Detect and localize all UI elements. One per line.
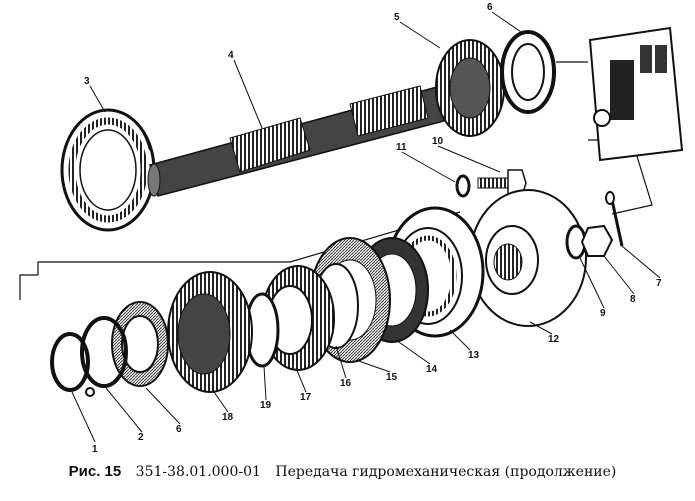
- callout-6-bottom: 6: [176, 424, 182, 435]
- callout-11: 11: [396, 142, 407, 153]
- exploded-assembly-drawing: 3 4 5 6 11 10 1 2 6 18 19 17 16 15 14 13…: [19, 2, 684, 455]
- leader-lines: [71, 11, 661, 443]
- ring-6-top: [500, 30, 556, 114]
- retaining-ring-1: [50, 332, 90, 392]
- figure-label: Рис. 15: [68, 463, 122, 480]
- callout-4: 4: [228, 50, 234, 61]
- callout-19: 19: [260, 400, 272, 411]
- callout-17: 17: [300, 392, 312, 403]
- callout-labels: 3 4 5 6 11 10 1 2 6 18 19 17 16 15 14 13…: [84, 2, 662, 455]
- gear-5: [435, 39, 505, 137]
- callout-3: 3: [84, 76, 90, 87]
- drawing-code: 351-38.01.000-01: [135, 464, 261, 480]
- callout-14: 14: [426, 364, 438, 375]
- main-shaft-4: [147, 77, 479, 197]
- gear-18: [167, 271, 253, 393]
- callout-7: 7: [656, 278, 662, 289]
- washer-11: [455, 174, 471, 198]
- flange-12: [469, 189, 587, 327]
- callout-1: 1: [92, 444, 98, 455]
- callout-8: 8: [630, 294, 636, 305]
- callout-5: 5: [394, 12, 400, 23]
- callout-12: 12: [548, 334, 560, 345]
- gearbox-housing: [588, 26, 684, 162]
- callout-2: 2: [138, 432, 144, 443]
- nut-8: [580, 224, 614, 257]
- hub-17: [261, 265, 335, 371]
- callout-9: 9: [600, 308, 606, 319]
- callout-13: 13: [468, 350, 480, 361]
- callout-16: 16: [340, 378, 352, 389]
- cotter-pin-7: [605, 191, 624, 247]
- figure-caption: Рис. 15 351-38.01.000-01 Передача гидром…: [0, 463, 695, 480]
- figure-title: Передача гидромеханическая (продолжение): [275, 464, 617, 480]
- callout-18: 18: [222, 412, 234, 423]
- snap-ring-2: [80, 316, 128, 397]
- callout-6-top: 6: [487, 2, 493, 13]
- ring-gear-3: [60, 108, 156, 232]
- callout-15: 15: [386, 372, 398, 383]
- callout-10: 10: [432, 136, 444, 147]
